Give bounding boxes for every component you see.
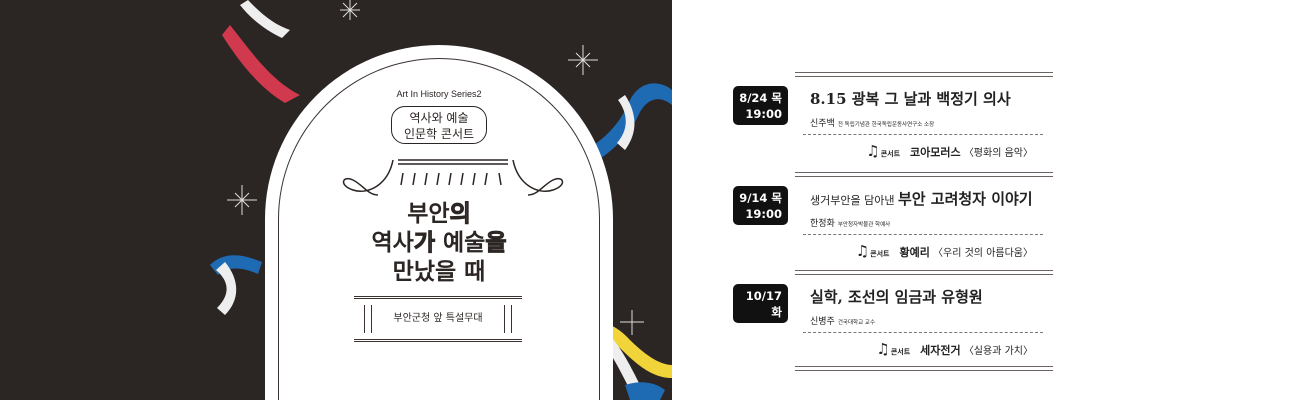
event-concert-label: 콘서트 (890, 348, 911, 356)
music-note-icon: ♫ (855, 242, 870, 260)
event-speaker: 한정화 (810, 219, 835, 229)
date-badge: 8/24 목 19:00 (733, 86, 788, 125)
event-program: 〈우리 것의 아름다움〉 (933, 248, 1033, 259)
event-title: 부안 고려청자 이야기 (897, 190, 1033, 208)
divider (795, 270, 1053, 275)
confetti-ribbons (210, 0, 672, 400)
music-note-icon: ♫ (876, 340, 890, 358)
event-speaker-role: 부안청자박물관 학예사 (837, 222, 891, 228)
title-text: 역사 (371, 230, 414, 256)
event-time: 19:00 (745, 321, 782, 335)
dashed-divider (803, 234, 1043, 235)
title-outlined-text: 을 (485, 230, 507, 257)
event-program: 〈실용과 가치〉 (963, 346, 1033, 357)
event-title-pre: 생거부안을 담아낸 (810, 194, 898, 207)
sparkle-icons (227, 0, 644, 335)
event-speaker-role: 전 독립기념관 한국독립운동사연구소 소장 (837, 122, 935, 128)
blue-ribbon-left (210, 255, 262, 275)
title-line-1: 부안의 (265, 200, 613, 229)
white-ribbon-right (617, 95, 635, 150)
title-outlined-text: 가 (413, 230, 435, 257)
event-title: 8.15 광복 그 날과 백정기 의사 (810, 88, 1011, 109)
badge-line-1: 역사와 예술 (409, 111, 469, 125)
badge-line-2: 인문학 콘서트 (403, 127, 475, 141)
event-concert-label: 콘서트 (870, 250, 890, 258)
title-line-2: 역사가 예술을 (265, 229, 613, 258)
venue-label: 부안군청 앞 특설무대 (354, 296, 522, 342)
date-badge: 10/17 화 19:00 (733, 284, 788, 335)
divider (795, 366, 1053, 371)
divider (795, 172, 1053, 177)
event-title: 생거부안을 담아낸 부안 고려청자 이야기 (810, 188, 1033, 209)
concert-info: ♫콘서트 코아모러스 〈평화의 음악〉 (866, 142, 1033, 160)
series-label: Art In History Series2 (396, 89, 482, 99)
event-date: 8/24 목 (739, 91, 782, 105)
arch-border (278, 58, 600, 400)
event-date: 10/17 화 (745, 289, 782, 319)
music-note-icon: ♫ (866, 142, 880, 160)
event-time: 19:00 (745, 107, 782, 121)
title-text: 부안 (407, 201, 450, 227)
event-concert-label: 콘서트 (880, 150, 901, 158)
event-speaker-role: 건국대학교 교수 (837, 320, 876, 326)
blue-ribbon-right (575, 83, 672, 168)
dashed-divider (803, 332, 1043, 333)
divider (795, 72, 1053, 77)
event-program: 〈평화의 음악〉 (963, 148, 1033, 159)
event-speaker: 신병주 (810, 317, 835, 327)
curtain-ornament (342, 159, 564, 196)
event-date: 9/14 목 (739, 191, 782, 205)
title-outlined-text: 의 (449, 201, 471, 228)
title-text: 예술 (435, 230, 486, 256)
event-title: 실학, 조선의 임금과 유형원 (810, 288, 983, 306)
red-ribbon (222, 25, 300, 103)
white-ribbon-left (216, 262, 237, 315)
white-ribbon-top (240, 0, 290, 38)
yellow-ribbon (560, 319, 672, 378)
title-line-3: 만났을 때 (392, 259, 486, 285)
event-performer: 세자전거 (920, 344, 961, 357)
concert-info: ♫콘서트 황예리 〈우리 것의 아름다움〉 (856, 242, 1033, 260)
event-time: 19:00 (745, 207, 782, 221)
poster-title: 부안의 역사가 예술을 만났을 때 (265, 200, 613, 287)
event-performer: 코아모러스 (910, 146, 961, 159)
event-performer: 황예리 (899, 246, 930, 259)
event-title: 실학, 조선의 임금과 유형원 (810, 286, 983, 307)
date-badge: 9/14 목 19:00 (733, 186, 788, 225)
concert-info: ♫콘서트 세자전거 〈실용과 가치〉 (876, 340, 1033, 358)
event-title: 8.15 광복 그 날과 백정기 의사 (810, 90, 1011, 108)
dashed-divider (803, 134, 1043, 135)
blue-ribbon-bottom (625, 382, 665, 400)
event-speaker: 신주백 (810, 119, 835, 129)
